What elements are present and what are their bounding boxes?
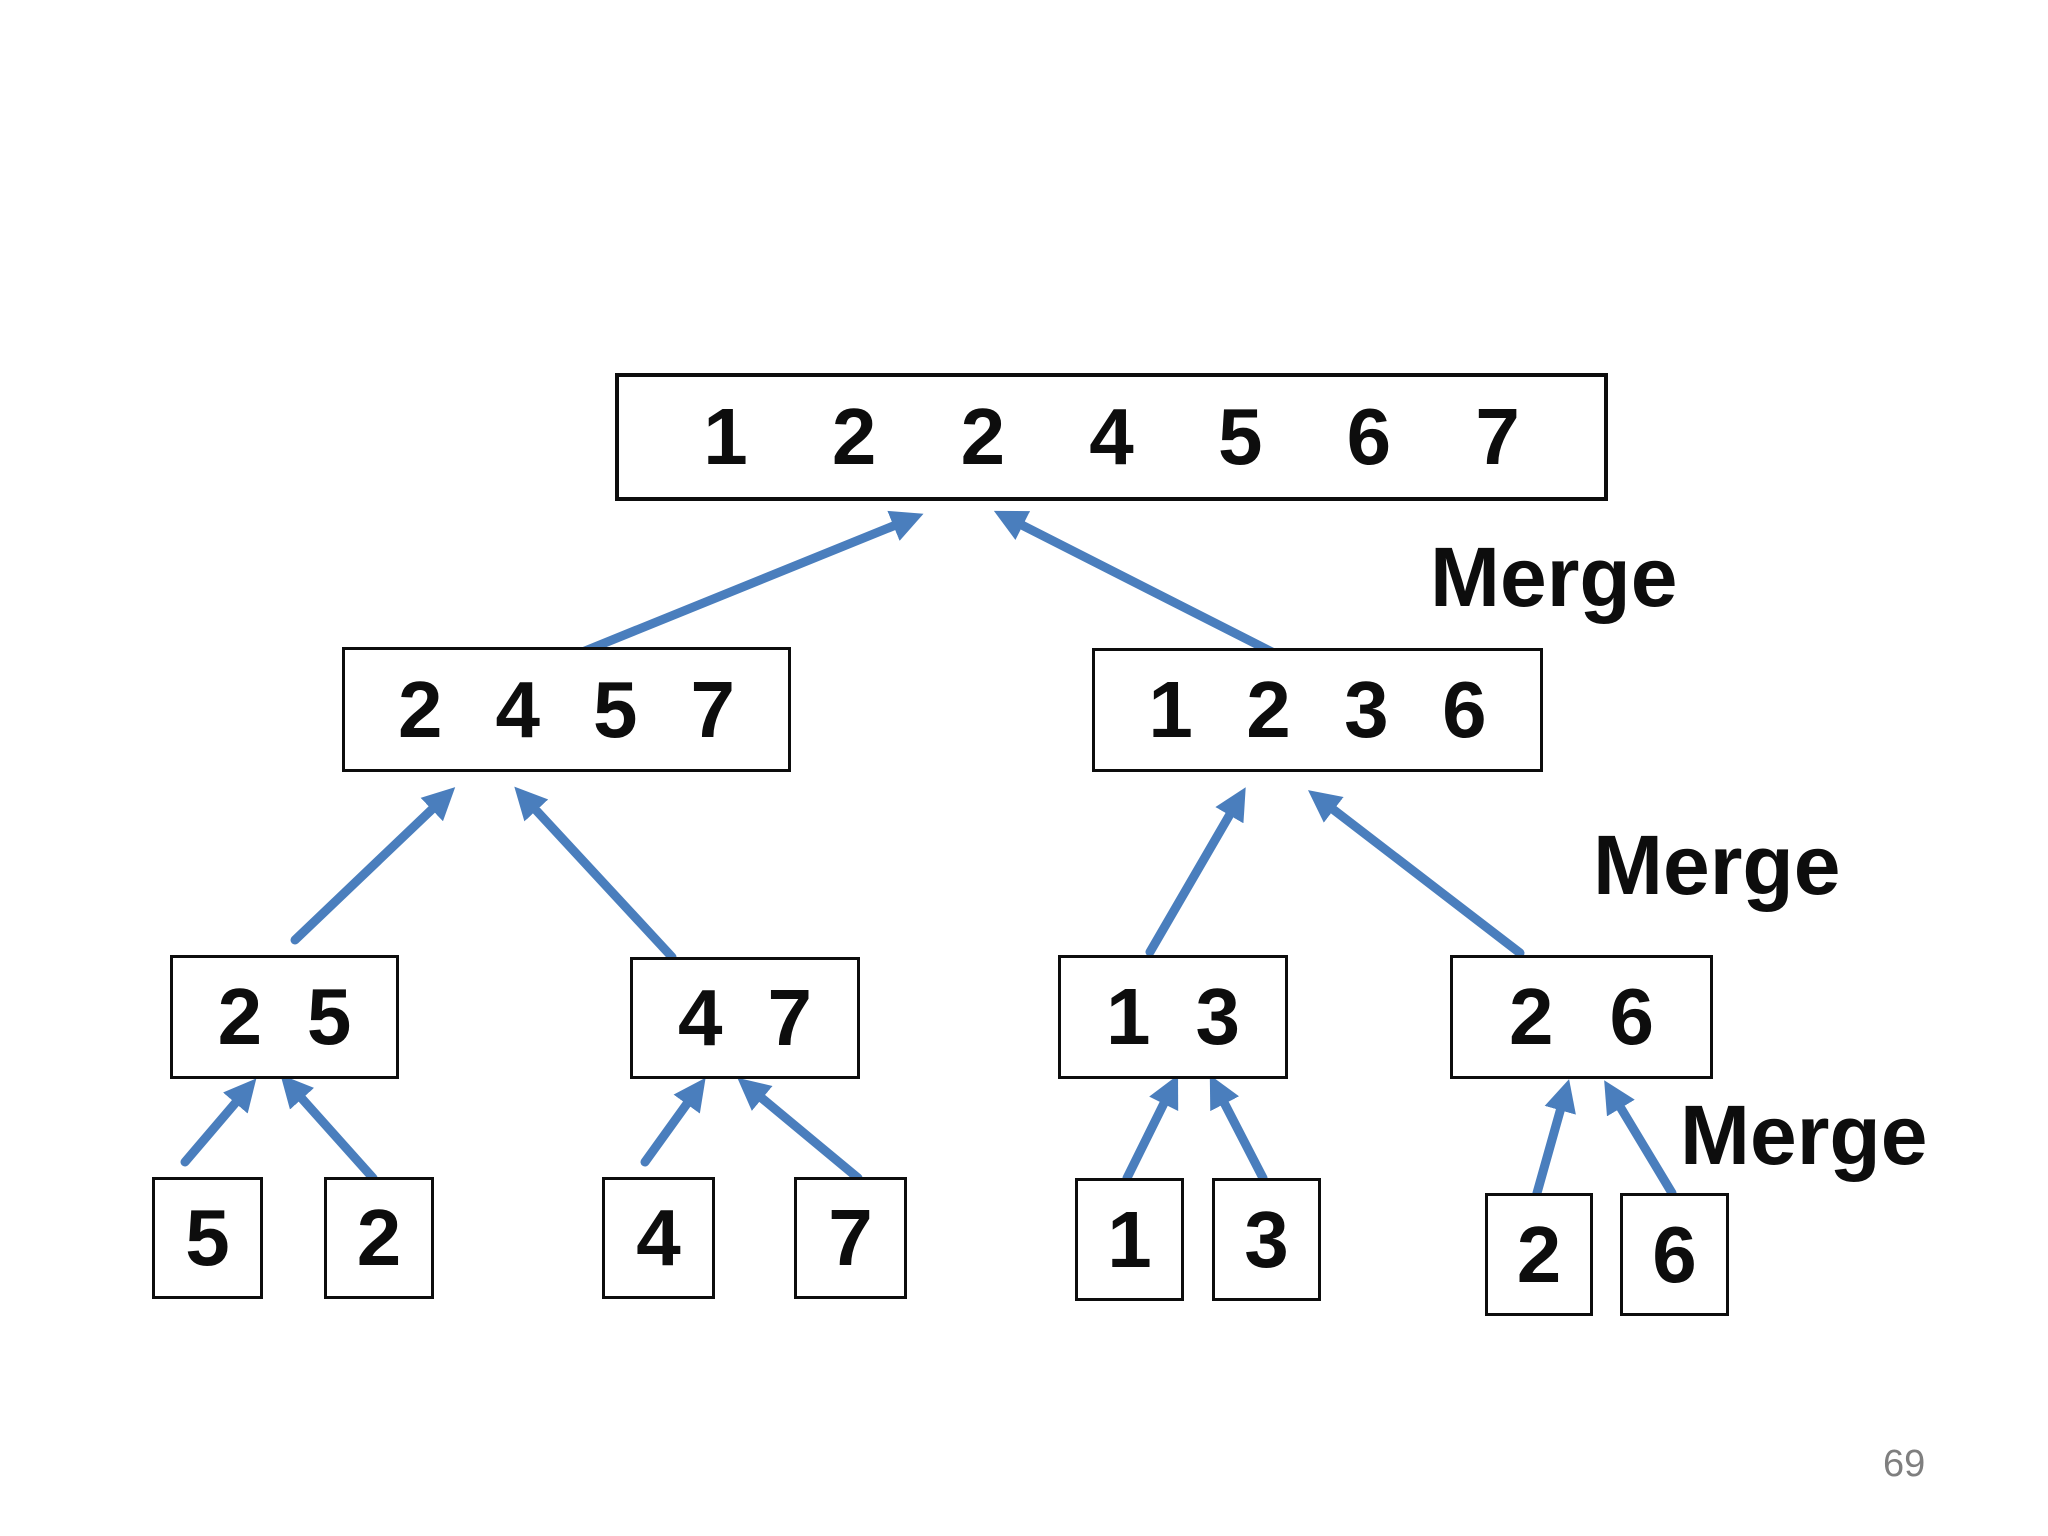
merge-arrow	[1604, 1080, 1677, 1198]
digit: 2	[356, 1193, 402, 1282]
merge-arrow	[180, 1078, 257, 1167]
element-box: 2	[1485, 1193, 1593, 1316]
element-box: 1	[1075, 1178, 1184, 1301]
digit: 2	[1516, 1209, 1562, 1299]
digit: 2	[217, 972, 263, 1061]
digit: 5	[593, 664, 638, 754]
digit: 1	[703, 392, 748, 481]
digit: 3	[1344, 665, 1389, 754]
merge-arrow	[737, 1077, 863, 1183]
digit: 2	[831, 392, 877, 481]
digit: 4	[1089, 392, 1134, 481]
element-box: 2	[324, 1177, 434, 1299]
digit: 1	[1106, 972, 1151, 1061]
merge-arrow	[1532, 1079, 1576, 1198]
merge-arrow	[570, 510, 924, 660]
array-box-right-half: 1 2 3 6	[1092, 648, 1543, 772]
digit: 2	[1509, 972, 1554, 1061]
digit: 5	[185, 1193, 230, 1282]
digit: 1	[1107, 1194, 1152, 1284]
digit: 5	[306, 972, 352, 1061]
merge-label: Merge	[1430, 530, 1678, 624]
element-box: 5	[152, 1177, 263, 1299]
digit: 7	[828, 1193, 873, 1282]
merge-arrow	[1209, 1074, 1268, 1183]
digit: 2	[398, 664, 443, 754]
digit: 4	[678, 973, 723, 1062]
digit: 6	[1609, 972, 1655, 1061]
element-box: 7	[794, 1177, 907, 1299]
array-box-pair: 2 6	[1450, 955, 1713, 1079]
digit: 3	[1244, 1194, 1289, 1284]
merge-label: Merge	[1680, 1088, 1928, 1182]
element-box: 6	[1620, 1193, 1729, 1316]
merge-arrow	[640, 1077, 706, 1167]
array-box-pair: 2 5	[170, 955, 399, 1079]
digit: 4	[636, 1193, 681, 1282]
digit: 4	[495, 664, 541, 754]
merge-arrow	[993, 510, 1277, 657]
page-number: 69	[1883, 1443, 1926, 1485]
array-box-left-half: 2 4 5 7	[342, 647, 791, 772]
digit: 6	[1652, 1209, 1697, 1299]
merge-arrow	[1145, 787, 1246, 957]
digit: 5	[1217, 392, 1263, 481]
digit: 2	[1246, 665, 1291, 754]
digit: 2	[960, 392, 1006, 481]
merge-arrow	[514, 786, 677, 962]
digit: 7	[1475, 392, 1520, 481]
merge-label: Merge	[1593, 818, 1841, 912]
digit: 6	[1346, 392, 1392, 481]
array-box-pair: 1 3	[1058, 955, 1288, 1079]
digit: 6	[1442, 665, 1487, 754]
merge-arrow	[1308, 790, 1525, 958]
digit: 1	[1148, 665, 1193, 754]
merge-arrow	[280, 1074, 378, 1183]
element-box: 3	[1212, 1178, 1321, 1301]
array-box-sorted: 1 2 2 4 5 6 7	[615, 373, 1608, 501]
array-box-pair: 4 7	[630, 957, 860, 1079]
digit: 7	[767, 973, 813, 1062]
element-box: 4	[602, 1177, 715, 1299]
merge-arrow	[290, 787, 456, 945]
digit: 3	[1195, 972, 1241, 1061]
merge-arrow	[1122, 1074, 1179, 1183]
digit: 7	[690, 664, 736, 754]
